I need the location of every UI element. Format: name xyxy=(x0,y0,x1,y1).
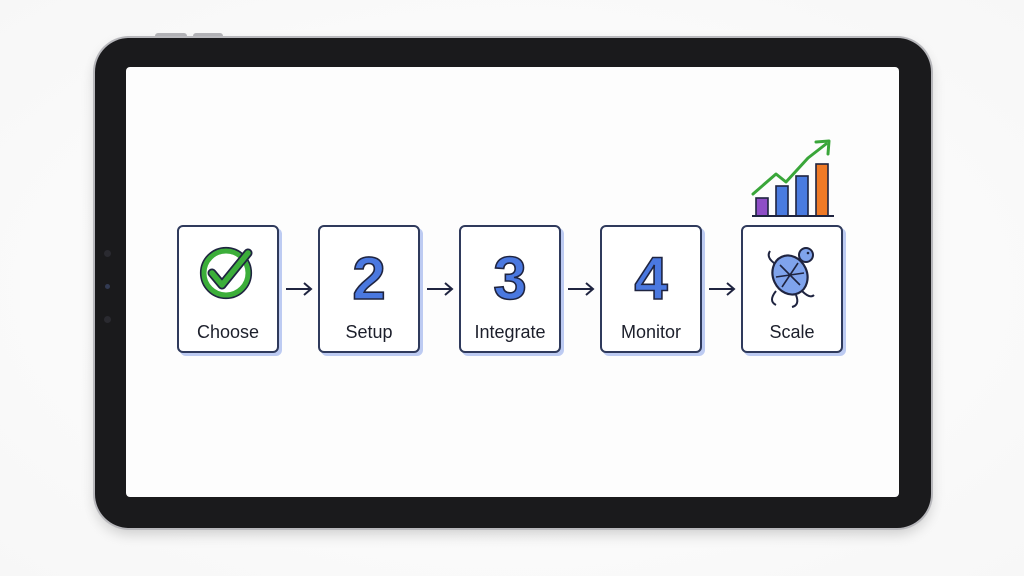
svg-text:3: 3 xyxy=(493,245,526,312)
number-2-icon: 2 xyxy=(352,244,387,313)
step-card-setup: 2 Setup xyxy=(318,225,420,353)
step-label: Integrate xyxy=(474,322,546,342)
step-card-choose: Choose xyxy=(177,225,279,353)
checkmark-circle-icon xyxy=(199,246,253,300)
step-label: Setup xyxy=(345,322,393,342)
tablet-sensor-dot xyxy=(104,250,111,257)
arrow-right-icon xyxy=(286,282,313,296)
number-4-icon: 4 xyxy=(634,244,670,313)
arrow-right-icon xyxy=(709,282,736,296)
arrow-right-icon xyxy=(427,282,454,296)
step-label: Monitor xyxy=(620,322,682,342)
step-card-scale: Scale xyxy=(741,225,843,353)
step-card-integrate: 3 Integrate xyxy=(459,225,561,353)
svg-text:2: 2 xyxy=(352,245,385,312)
step-label: Scale xyxy=(769,322,815,342)
tablet-power-button xyxy=(193,33,223,38)
svg-text:4: 4 xyxy=(634,245,668,312)
number-3-icon: 3 xyxy=(493,244,528,313)
tablet-sensor-dot xyxy=(104,316,111,323)
growth-chart-icon xyxy=(751,139,834,217)
step-label: Choose xyxy=(196,322,260,342)
tablet-volume-button xyxy=(155,33,187,38)
step-card-monitor: 4 Monitor xyxy=(600,225,702,353)
arrow-right-icon xyxy=(568,282,595,296)
turtle-icon xyxy=(767,247,815,308)
tablet-camera-icon xyxy=(105,284,110,289)
